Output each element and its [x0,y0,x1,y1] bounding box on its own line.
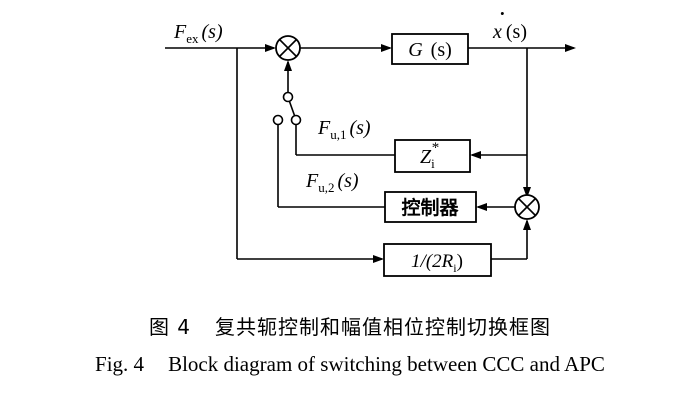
caption-en-number: Fig. 4 [95,352,145,376]
line-to-gain [237,255,384,263]
line-sum-to-g [300,44,392,52]
caption-english: Fig. 4 Block diagram of switching between… [0,352,700,377]
caption-en-title: Block diagram of switching between CCC a… [168,352,605,376]
g-block: G(s) [391,33,469,65]
caption-cn-title: 复共轭控制和幅值相位控制切换框图 [215,315,552,339]
summing-junction-top [275,35,301,61]
xdot-accent: ˙ [499,9,506,31]
controller-block: 控制器 [384,191,477,223]
fu2-label: Fu,2(s) [305,170,359,195]
line-to-zi [470,151,527,159]
svg-text:G(s): G(s) [408,39,452,61]
zi-block-label: Zi* [420,140,439,171]
line-switch-to-sum [284,60,292,93]
gain-block-label: 1/(2Ri) [411,251,463,275]
input-signal-label: Fex(s) [173,21,223,46]
control-switch [272,91,302,126]
controller-label: 控制器 [401,196,459,219]
line-sum-to-controller [476,203,515,211]
gain-block: 1/(2Ri) [383,243,492,277]
caption-cn-number: 图 4 [148,315,192,339]
output-signal-line [468,44,576,52]
summing-junction-bottom [514,194,540,220]
input-signal-line [165,44,276,52]
g-block-label: G [408,39,423,61]
caption-chinese: 图 4 复共轭控制和幅值相位控制切换框图 [0,311,700,340]
feedback-branch-line [523,48,531,198]
zi-block: Zi* [394,139,471,173]
line-gain-to-sum [523,219,531,259]
block-diagram: G(s) x(s) ˙ Fex(s) Zi* Fu,1(s) [165,9,576,277]
fu1-label: Fu,1(s) [317,117,371,142]
output-signal-label: x(s) [492,21,527,43]
